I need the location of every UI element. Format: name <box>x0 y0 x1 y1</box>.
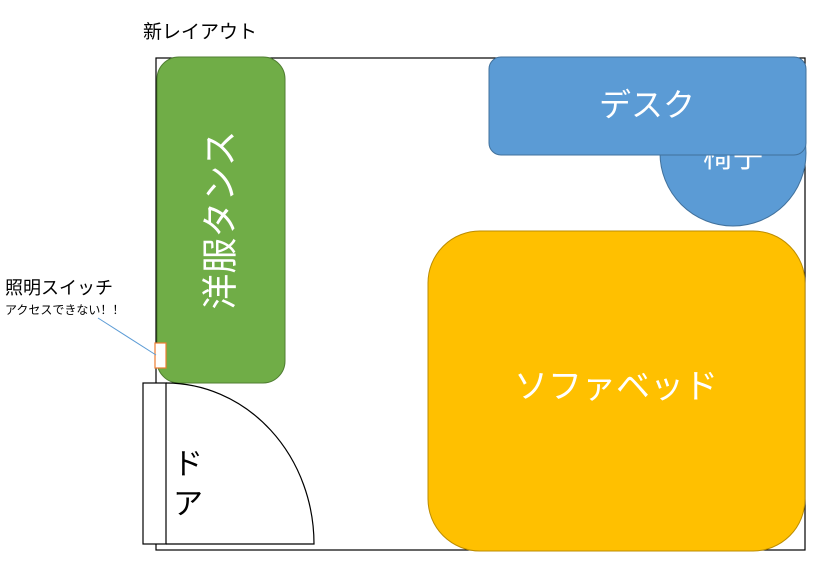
door-panel <box>142 382 167 545</box>
wardrobe-label: 洋服タンス <box>201 130 242 309</box>
desk[interactable]: デスク <box>488 56 807 156</box>
light-switch[interactable] <box>154 342 167 369</box>
wardrobe[interactable]: 洋服タンス <box>156 56 286 384</box>
switch-callout-line <box>97 317 157 356</box>
page-title: 新レイアウト <box>143 21 257 43</box>
switch-note: アクセスできない！！ <box>5 303 124 317</box>
door-swing-arc <box>165 382 315 545</box>
door-label-line2: ア <box>173 487 203 522</box>
switch-label: 照明スイッチ <box>5 278 113 299</box>
sofa-bed-label: ソファベッド <box>514 367 718 407</box>
door-label-line1: ド <box>173 447 203 482</box>
desk-label: デスク <box>599 86 695 124</box>
sofa-bed[interactable]: ソファベッド <box>427 230 806 552</box>
door[interactable]: ド ア <box>142 382 315 545</box>
